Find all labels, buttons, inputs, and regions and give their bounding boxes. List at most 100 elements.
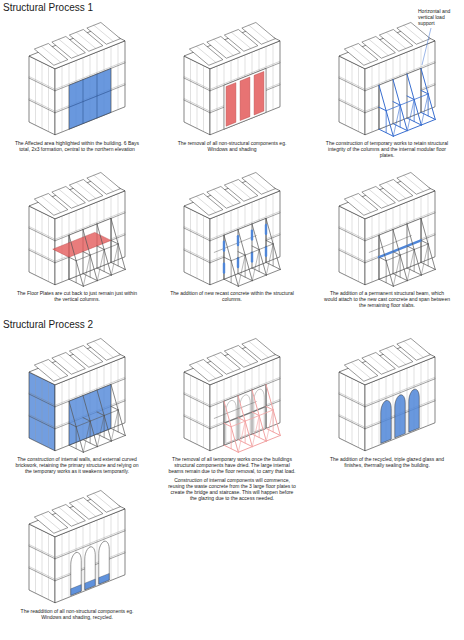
roof-panel-line [351, 196, 371, 212]
building-drawing [339, 338, 435, 450]
temporary-works [400, 255, 401, 277]
shading-element [99, 573, 110, 584]
floor-line [29, 76, 55, 89]
shading-element [85, 579, 96, 590]
roof-panel-line [351, 362, 371, 378]
roof-panel-line [386, 32, 406, 48]
floor-line [184, 248, 210, 261]
roof-panel-line [94, 341, 114, 357]
roof-panel-line [231, 32, 251, 48]
window-mullion [352, 212, 353, 278]
temporary-works [90, 421, 91, 443]
floor-line [29, 568, 55, 581]
floor-line [184, 98, 210, 111]
window-mullion [111, 196, 112, 262]
temporary-works [231, 255, 245, 261]
floor-line [29, 248, 55, 261]
roof-panel-line [76, 500, 96, 516]
window-mullion [197, 378, 198, 444]
temporary-works [245, 421, 246, 443]
temporary-works [266, 218, 280, 269]
side-wall [339, 372, 365, 451]
temporary-works [111, 269, 125, 275]
temporary-works [252, 441, 266, 447]
temporary-works [97, 416, 104, 447]
temporary-works [421, 94, 428, 125]
floor-line [184, 414, 210, 427]
side-wall [29, 372, 55, 451]
temporary-works [111, 410, 118, 441]
roof-panel-line [94, 25, 114, 41]
step-caption: The Affected area highlighted within the… [13, 140, 141, 152]
window-mullion [190, 59, 191, 125]
arched-opening [395, 395, 406, 438]
roof-panel-line [369, 189, 389, 205]
window-mullion [273, 44, 274, 110]
roof-panel-line [404, 341, 424, 357]
side-wall [29, 524, 55, 603]
temporary-works [111, 244, 118, 275]
floor-line [184, 250, 210, 263]
removed-window [226, 83, 236, 127]
building-drawing [29, 338, 125, 452]
side-wall [29, 56, 55, 135]
cut-floor-plate [53, 232, 111, 257]
window-mullion [69, 531, 70, 597]
temporary-works [421, 269, 435, 275]
window-mullion [111, 514, 112, 580]
temporary-works [245, 416, 259, 422]
temporary-works [259, 244, 273, 250]
window-mullion [217, 382, 218, 448]
window-mullion [62, 534, 63, 600]
temporary-works [76, 427, 77, 449]
removed-window [254, 71, 264, 115]
floor-line [184, 226, 210, 239]
floor-line [339, 394, 365, 407]
window-mullion [190, 209, 191, 275]
temporary-works [393, 131, 407, 137]
window-mullion [42, 62, 43, 128]
temporary-works [231, 261, 232, 283]
temporary-works [69, 257, 76, 261]
roof-panel-line [369, 355, 389, 371]
window-mullion [203, 66, 204, 132]
arched-opening [71, 552, 82, 595]
window-mullion [118, 512, 119, 578]
side-wall [184, 372, 210, 451]
step-caption: The construction of internal walls, and … [13, 456, 141, 474]
window-mullion [345, 375, 346, 441]
window-mullion [252, 202, 253, 268]
step-caption: Construction of internal components will… [168, 477, 296, 501]
window-mullion [379, 213, 380, 279]
window-mullion [358, 216, 359, 282]
roof-panel-line [249, 25, 269, 41]
temporary-works [407, 275, 421, 281]
floor-line [29, 414, 55, 427]
floor-line [184, 76, 210, 89]
temporary-works [386, 105, 400, 111]
recast-concrete [223, 242, 225, 251]
window-mullion [35, 209, 36, 275]
temporary-works [393, 252, 400, 256]
temporary-works [76, 255, 90, 261]
roof-panel-line [59, 355, 79, 371]
window-mullion [35, 375, 36, 441]
floor-line [29, 250, 55, 263]
roof-panel-line [231, 182, 251, 198]
callout-label: Horizontal and vertical load support [417, 8, 463, 26]
building-drawing [184, 338, 280, 452]
temporary-works [111, 218, 125, 269]
floor-line [29, 392, 55, 405]
step-caption: The readdition of all non-structural com… [13, 608, 141, 620]
recast-concrete [265, 225, 267, 234]
cut-slab-edge [214, 236, 256, 253]
window-mullion [358, 66, 359, 132]
roof-panel [242, 338, 276, 360]
floor-line [184, 228, 210, 241]
window-mullion [83, 526, 84, 592]
recast-concrete [265, 247, 267, 256]
temporary-works [104, 244, 118, 250]
temporary-works [414, 244, 428, 250]
roof-panel-line [386, 348, 406, 364]
building-drawing [29, 490, 125, 602]
